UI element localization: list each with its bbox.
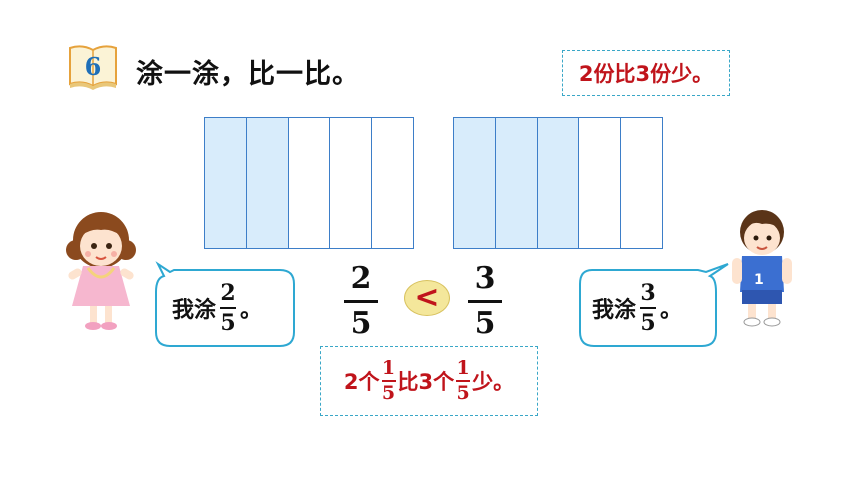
bubble-left-denominator: 5 <box>220 310 236 336</box>
boy-illustration <box>732 210 792 327</box>
comparison-left-denominator: 5 <box>350 305 372 341</box>
hint-fraction-1-numerator: 1 <box>381 357 396 379</box>
strip-cell <box>372 118 413 248</box>
hint-note-top-text: 2份比3份少。 <box>578 62 714 86</box>
bubble-left-prefix: 我涂 <box>172 298 217 323</box>
strip-cell-shaded <box>537 118 580 248</box>
book-icon <box>69 45 117 90</box>
fraction-bar <box>468 300 502 303</box>
bubble-left-numerator: 2 <box>220 280 236 306</box>
bubble-right-fraction: 3 5 <box>640 280 657 336</box>
problem-title: 涂一涂，比一比。 <box>136 59 360 90</box>
strip-cell-shaded <box>246 118 289 248</box>
girl-illustration <box>66 212 136 330</box>
fraction-bar <box>640 307 657 309</box>
comparison-right-numerator: 3 <box>474 261 496 296</box>
strip-cell-shaded <box>495 118 538 248</box>
fraction-bar <box>456 380 471 382</box>
hint-fraction-2-numerator: 1 <box>456 357 470 379</box>
fraction-bar <box>381 380 396 382</box>
bubble-right-numerator: 3 <box>640 280 656 306</box>
boy-shirt-number: 1 <box>754 272 764 288</box>
fraction-strip-right <box>453 117 663 249</box>
fraction-bar <box>344 300 378 303</box>
strip-cell <box>579 118 622 248</box>
comparison-left-numerator: 2 <box>350 261 372 296</box>
hint-note-top: 2份比3份少。 <box>562 50 730 96</box>
comparison-right-fraction: 3 5 <box>468 264 502 339</box>
bubble-right-suffix: 。 <box>660 298 683 323</box>
problem-number: 6 <box>84 52 102 81</box>
comparison-left-fraction: 2 5 <box>344 264 378 339</box>
hint-fraction-2: 1 5 <box>456 357 471 404</box>
fraction-bar <box>220 307 237 309</box>
comparison-right-denominator: 5 <box>474 305 496 341</box>
strip-cell-shaded <box>205 118 247 248</box>
bubble-right-prefix: 我涂 <box>592 298 637 323</box>
bubble-left-fraction: 2 5 <box>220 280 237 336</box>
hint-fraction-1: 1 5 <box>381 357 396 404</box>
strip-cell-shaded <box>454 118 496 248</box>
speech-bubble-left <box>155 261 295 347</box>
bubble-left-text: 我涂 2 5 。 <box>172 280 263 336</box>
strip-cell <box>330 118 373 248</box>
bubble-left-suffix: 。 <box>240 298 263 323</box>
bubble-right-text: 我涂 3 5 。 <box>592 280 683 336</box>
hint-part-3: 少。 <box>472 370 515 394</box>
hint-note-bottom: 2个 1 5 比3个 1 5 少。 <box>320 346 538 416</box>
bubble-right-denominator: 5 <box>640 310 656 336</box>
strip-cell <box>288 118 331 248</box>
comparison-symbol: < <box>404 280 450 316</box>
problem-number-badge: 6 <box>66 42 120 92</box>
hint-part-2: 比3个 <box>397 370 455 394</box>
strip-cell <box>621 118 662 248</box>
hint-part-1: 2个 <box>343 370 380 394</box>
hint-fraction-1-denominator: 5 <box>381 382 396 404</box>
fraction-strip-left <box>204 117 414 249</box>
hint-fraction-2-denominator: 5 <box>456 382 470 404</box>
speech-bubble-right <box>579 263 729 347</box>
